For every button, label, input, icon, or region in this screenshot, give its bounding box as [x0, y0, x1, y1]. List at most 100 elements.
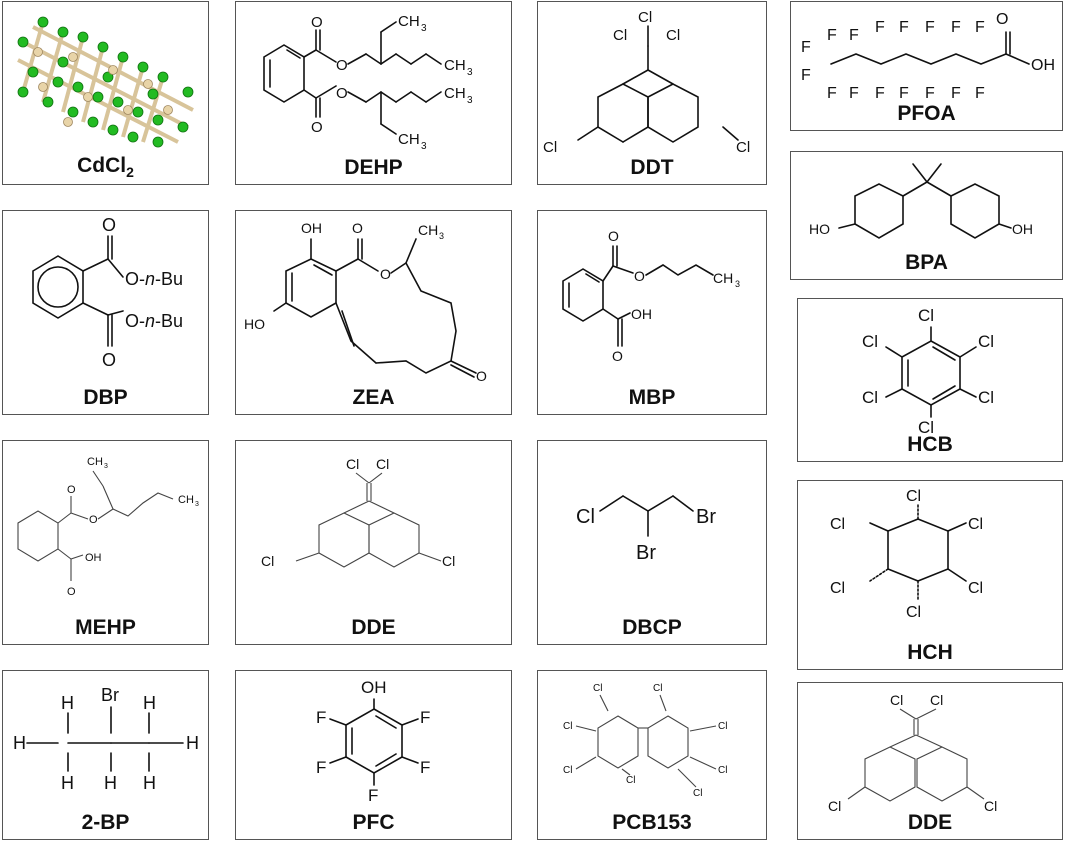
- svg-text:O-: O-: [125, 269, 145, 289]
- panel-bpa: HO OH BPA: [790, 151, 1063, 280]
- svg-text:Cl: Cl: [862, 332, 878, 351]
- svg-text:CH: CH: [87, 456, 103, 468]
- svg-text:F: F: [875, 19, 885, 36]
- svg-text:3: 3: [104, 463, 108, 470]
- pfc-label: PFC: [352, 811, 395, 834]
- svg-text:Cl: Cl: [626, 775, 635, 786]
- dde-label-2: DDE: [907, 811, 953, 834]
- svg-text:F: F: [951, 19, 961, 36]
- pfoa-label: PFOA: [897, 102, 956, 125]
- panel-hch: Cl Cl Cl Cl Cl Cl HCH: [797, 480, 1063, 670]
- pcb153-structure: Cl Cl Cl Cl Cl Cl Cl Cl: [563, 683, 727, 799]
- svg-text:Cl: Cl: [563, 721, 572, 732]
- dbp-label: DBP: [83, 386, 128, 409]
- svg-text:O: O: [634, 268, 645, 284]
- svg-text:Cl: Cl: [576, 506, 595, 528]
- svg-text:F: F: [925, 85, 935, 102]
- pcb153-label: PCB153: [612, 811, 692, 834]
- hch-label: HCH: [907, 641, 953, 664]
- svg-text:Cl: Cl: [906, 488, 921, 505]
- svg-text:3: 3: [421, 141, 427, 152]
- panel-pfc: OH F F F F F PFC: [235, 670, 512, 840]
- ddt-structure: Cl Cl Cl Cl Cl: [543, 9, 750, 156]
- mbp-label: MBP: [628, 386, 676, 409]
- svg-text:H: H: [13, 733, 26, 753]
- hcb-label: HCB: [907, 433, 953, 456]
- svg-text:O: O: [336, 57, 348, 74]
- svg-text:O: O: [102, 350, 116, 370]
- svg-text:CH: CH: [444, 85, 466, 102]
- svg-text:O: O: [608, 228, 619, 244]
- svg-text:Cl: Cl: [862, 388, 878, 407]
- svg-text:O: O: [336, 85, 348, 102]
- svg-text:CH: CH: [178, 494, 194, 506]
- svg-text:CH: CH: [713, 270, 733, 286]
- svg-text:Cl: Cl: [890, 692, 903, 708]
- svg-text:F: F: [368, 786, 378, 805]
- hch-structure: Cl Cl Cl Cl Cl Cl: [830, 488, 983, 621]
- mehp-label: MEHP: [75, 616, 136, 639]
- bpa-structure: HO OH: [809, 163, 1033, 239]
- svg-text:Cl: Cl: [718, 765, 727, 776]
- pfoa-structure: O OH FF FF FF FF FF FF FF FF: [801, 11, 1055, 102]
- dehp-label: DEHP: [344, 156, 403, 179]
- svg-text:O: O: [352, 220, 363, 236]
- svg-text:CH: CH: [444, 57, 466, 74]
- svg-text:Cl: Cl: [978, 332, 994, 351]
- svg-text:F: F: [899, 19, 909, 36]
- svg-text:Cl: Cl: [968, 580, 983, 597]
- svg-text:O: O: [67, 484, 76, 496]
- hcb-structure: Cl Cl Cl Cl Cl Cl: [862, 306, 994, 437]
- svg-text:-Bu: -Bu: [155, 311, 183, 331]
- cdcl2-label: CdCl2: [77, 153, 134, 180]
- svg-text:Cl: Cl: [984, 798, 997, 814]
- svg-text:Cl: Cl: [693, 788, 702, 799]
- zea-label: ZEA: [352, 386, 395, 409]
- svg-text:Cl: Cl: [830, 580, 845, 597]
- svg-text:F: F: [801, 39, 811, 56]
- 2bp-label: 2-BP: [81, 811, 130, 834]
- svg-text:CH: CH: [398, 131, 420, 148]
- svg-text:n: n: [145, 311, 155, 331]
- svg-text:CH: CH: [418, 222, 438, 238]
- svg-text:3: 3: [467, 95, 473, 106]
- svg-text:Cl: Cl: [978, 388, 994, 407]
- svg-text:O: O: [612, 348, 623, 364]
- panel-dbcp: Cl Br Br DBCP: [537, 440, 767, 645]
- ddt-label: DDT: [630, 156, 674, 179]
- svg-text:H: H: [61, 773, 74, 793]
- panel-dde-1: Cl Cl Cl Cl DDE: [235, 440, 512, 645]
- svg-text:F: F: [975, 19, 985, 36]
- svg-text:Cl: Cl: [442, 553, 455, 569]
- svg-text:-Bu: -Bu: [155, 269, 183, 289]
- svg-text:Cl: Cl: [968, 516, 983, 533]
- svg-text:F: F: [899, 85, 909, 102]
- svg-text:F: F: [827, 27, 837, 44]
- dde-structure-1: Cl Cl Cl Cl: [261, 456, 455, 569]
- svg-text:OH: OH: [1012, 221, 1033, 237]
- svg-text:F: F: [951, 85, 961, 102]
- panel-cdcl2: CdCl2: [2, 1, 209, 185]
- svg-text:Cl: Cl: [736, 139, 750, 156]
- svg-text:3: 3: [439, 231, 444, 241]
- svg-text:F: F: [975, 85, 985, 102]
- svg-text:Cl: Cl: [638, 9, 652, 26]
- svg-text:O: O: [380, 266, 391, 282]
- svg-text:O: O: [311, 14, 323, 31]
- svg-text:F: F: [801, 67, 811, 84]
- dbp-structure: O O-n-Bu O O-n-Bu: [32, 215, 183, 370]
- svg-text:Cl: Cl: [828, 798, 841, 814]
- svg-text:3: 3: [421, 23, 427, 34]
- svg-text:O: O: [89, 514, 98, 526]
- svg-text:Br: Br: [696, 506, 716, 528]
- panel-pcb153: Cl Cl Cl Cl Cl Cl Cl Cl PCB153: [537, 670, 767, 840]
- svg-text:Cl: Cl: [666, 27, 680, 44]
- svg-text:OH: OH: [361, 678, 387, 697]
- svg-text:O-: O-: [125, 311, 145, 331]
- svg-text:Cl: Cl: [613, 27, 627, 44]
